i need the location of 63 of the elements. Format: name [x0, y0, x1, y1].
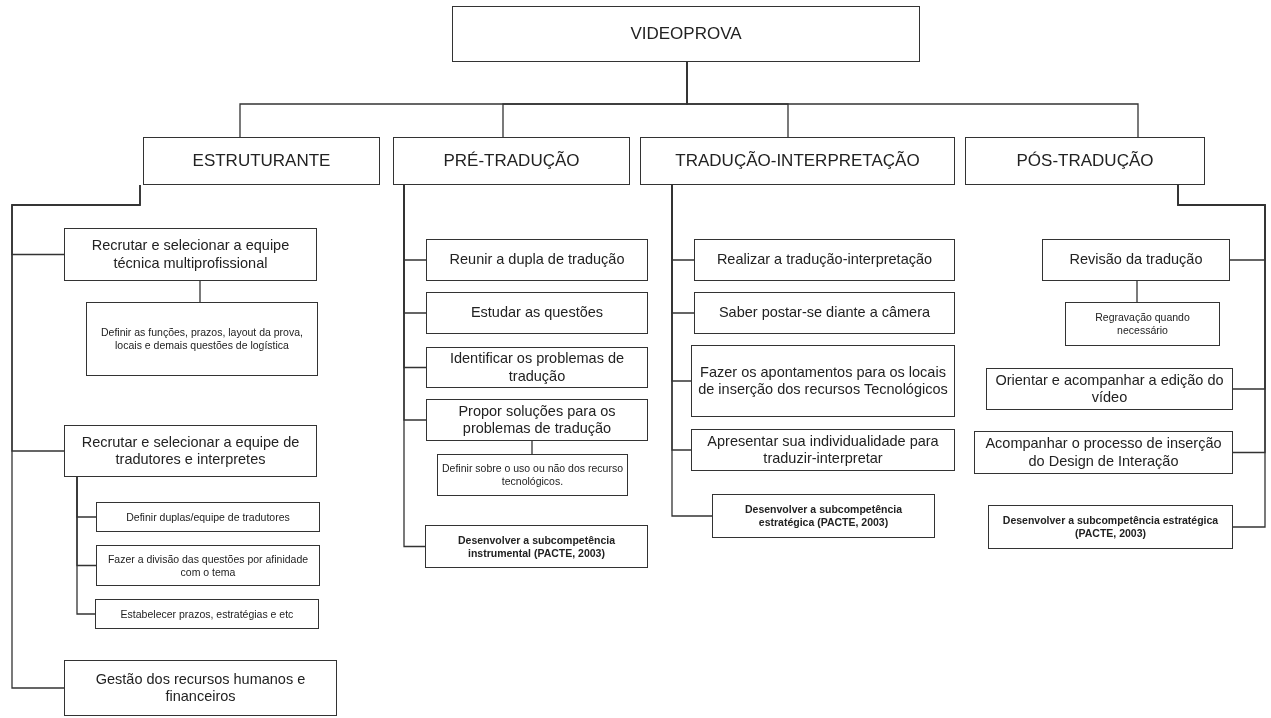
category-box — [640, 137, 955, 185]
task-box — [426, 399, 648, 441]
task-box — [86, 302, 318, 376]
node-text: Orientar e acompanhar a edição do vídeo — [994, 371, 1225, 407]
node-text: Apresentar sua individualidade para traduzir-interpretar — [706, 432, 940, 468]
root-box — [452, 6, 920, 62]
task-box — [986, 368, 1233, 410]
connector-line — [76, 476, 96, 615]
connector-line — [686, 61, 1139, 138]
node-text: PRÉ-TRADUÇÃO — [443, 150, 580, 172]
node-text: Definir sobre o uso ou não dos recurso tecnológicos. — [441, 462, 624, 488]
task-box — [712, 494, 935, 538]
node-text: Recrutar e selecionar a equipe técnica multiprofissional — [90, 237, 291, 272]
category-box — [143, 137, 380, 185]
node-text: Desenvolver a subcompetência estratégica (PACTE, 2003) — [1001, 514, 1220, 540]
task-box — [974, 431, 1233, 474]
task-box — [694, 239, 955, 281]
task-box — [988, 505, 1233, 549]
node-text: Fazer os apontamentos para os locais de inserção dos recursos Tecnológicos — [697, 363, 949, 399]
node-text: PÓS-TRADUÇÃO — [1016, 150, 1154, 172]
connector-line — [11, 184, 141, 689]
task-box — [437, 454, 628, 496]
node-text: Definir duplas/equipe de tradutores — [126, 510, 290, 524]
node-text: Saber postar-se diante a câmera — [718, 304, 931, 322]
node-text: TRADUÇÃO-INTERPRETAÇÃO — [675, 150, 920, 172]
task-box — [96, 502, 320, 532]
task-box — [426, 292, 648, 334]
connector-line — [1136, 280, 1138, 303]
connector-line — [1177, 184, 1266, 528]
node-text: VIDEOPROVA — [630, 23, 742, 45]
task-box — [95, 599, 319, 629]
node-text: Regravação quando necessário — [1094, 311, 1191, 337]
node-text: Desenvolver a subcompetência estratégica (PACTE, 2003) — [744, 503, 903, 529]
task-box — [425, 525, 648, 568]
node-text: Fazer a divisão das questões por afinidade com o tema — [106, 552, 310, 579]
node-text: Reunir a dupla de tradução — [449, 251, 625, 269]
connector-line — [199, 280, 201, 303]
task-box — [64, 228, 317, 281]
node-text: Definir as funções, prazos, layout da prova, locais e demais questões de logística — [100, 326, 304, 352]
task-box — [1065, 302, 1220, 346]
node-text: Estabelecer prazos, estratégias e etc — [120, 607, 294, 621]
node-text: Gestão dos recursos humanos e financeiros — [94, 670, 307, 706]
node-text: ESTRUTURANTE — [192, 150, 331, 172]
task-box — [1042, 239, 1230, 281]
node-text: Estudar as questões — [470, 304, 604, 322]
node-text: Recrutar e selecionar a equipe de tradutores e interpretes — [80, 433, 301, 469]
task-box — [691, 345, 955, 417]
task-box — [691, 429, 955, 471]
node-text: Realizar a tradução-interpretação — [716, 251, 933, 269]
task-box — [694, 292, 955, 334]
node-text: Acompanhar o processo de inserção do Design de Interação — [984, 435, 1223, 470]
task-box — [426, 347, 648, 388]
category-box — [965, 137, 1205, 185]
node-text: Propor soluções para os problemas de tradução — [457, 402, 617, 438]
task-box — [426, 239, 648, 281]
node-text: Revisão da tradução — [1069, 251, 1203, 269]
connector-line — [531, 440, 533, 455]
category-box — [393, 137, 630, 185]
task-box — [96, 545, 320, 586]
task-box — [64, 425, 317, 477]
node-text: Identificar os problemas de tradução — [448, 350, 626, 385]
task-box — [64, 660, 337, 716]
node-text: Desenvolver a subcompetência instrumental (PACTE, 2003) — [457, 533, 616, 560]
